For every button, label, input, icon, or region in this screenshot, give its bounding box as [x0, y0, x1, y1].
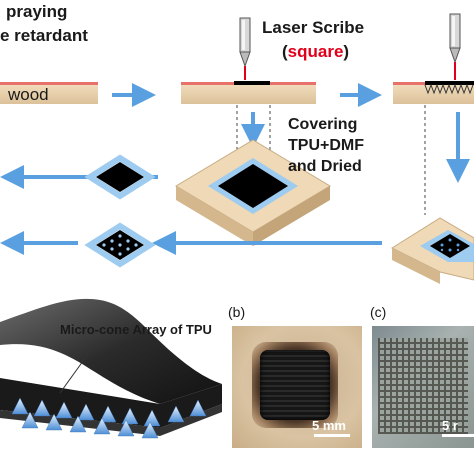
photo-b-burned-wood: 5 mm: [232, 326, 362, 448]
scale-label-c: 5 r: [442, 418, 458, 433]
covering-line3: and Dried: [288, 158, 362, 175]
covering-line1: Covering: [288, 116, 358, 133]
laser-scribe-label: Laser Scribe: [262, 18, 365, 37]
wood-bar-3: [393, 81, 474, 104]
shape-paren-open: (: [282, 42, 288, 61]
laser-scribe-tool-icon-2: [449, 13, 461, 80]
shape-square-text: square: [287, 42, 344, 61]
photo-b-char-square: [260, 350, 330, 420]
wood-bar-2: [181, 81, 316, 104]
laser-scribe-tool-icon: [239, 17, 251, 80]
step1-label-line2: e retardant: [0, 26, 88, 45]
panel-c-label: (c): [370, 304, 387, 320]
photo-c-cone-array: 5 r: [372, 326, 474, 448]
substrate-label: wood: [8, 85, 49, 104]
scale-bar-b: [314, 434, 350, 437]
scale-bar-c: [442, 434, 474, 437]
micro-cone-array-schematic: [0, 298, 222, 439]
peeled-block-right: [390, 217, 474, 284]
micro-cone-label: Micro-cone Array of TPU: [60, 322, 212, 337]
photo-c-cone-grid: [378, 338, 468, 434]
laser-shape-label: (square): [282, 42, 349, 62]
laser-scribe-title: Laser Scribe: [262, 18, 364, 38]
tpu-film-square: [84, 154, 156, 200]
panel-b-label: (b): [228, 304, 246, 320]
tpu-cone-array-square: [84, 222, 156, 268]
scale-label-b: 5 mm: [312, 418, 346, 433]
covered-wood-block: [175, 139, 331, 246]
step1-label-line1: praying: [6, 2, 68, 21]
wood-bar-1: [0, 82, 98, 104]
covering-line2: TPU+DMF: [288, 137, 364, 154]
shape-paren-close: ): [343, 42, 350, 61]
